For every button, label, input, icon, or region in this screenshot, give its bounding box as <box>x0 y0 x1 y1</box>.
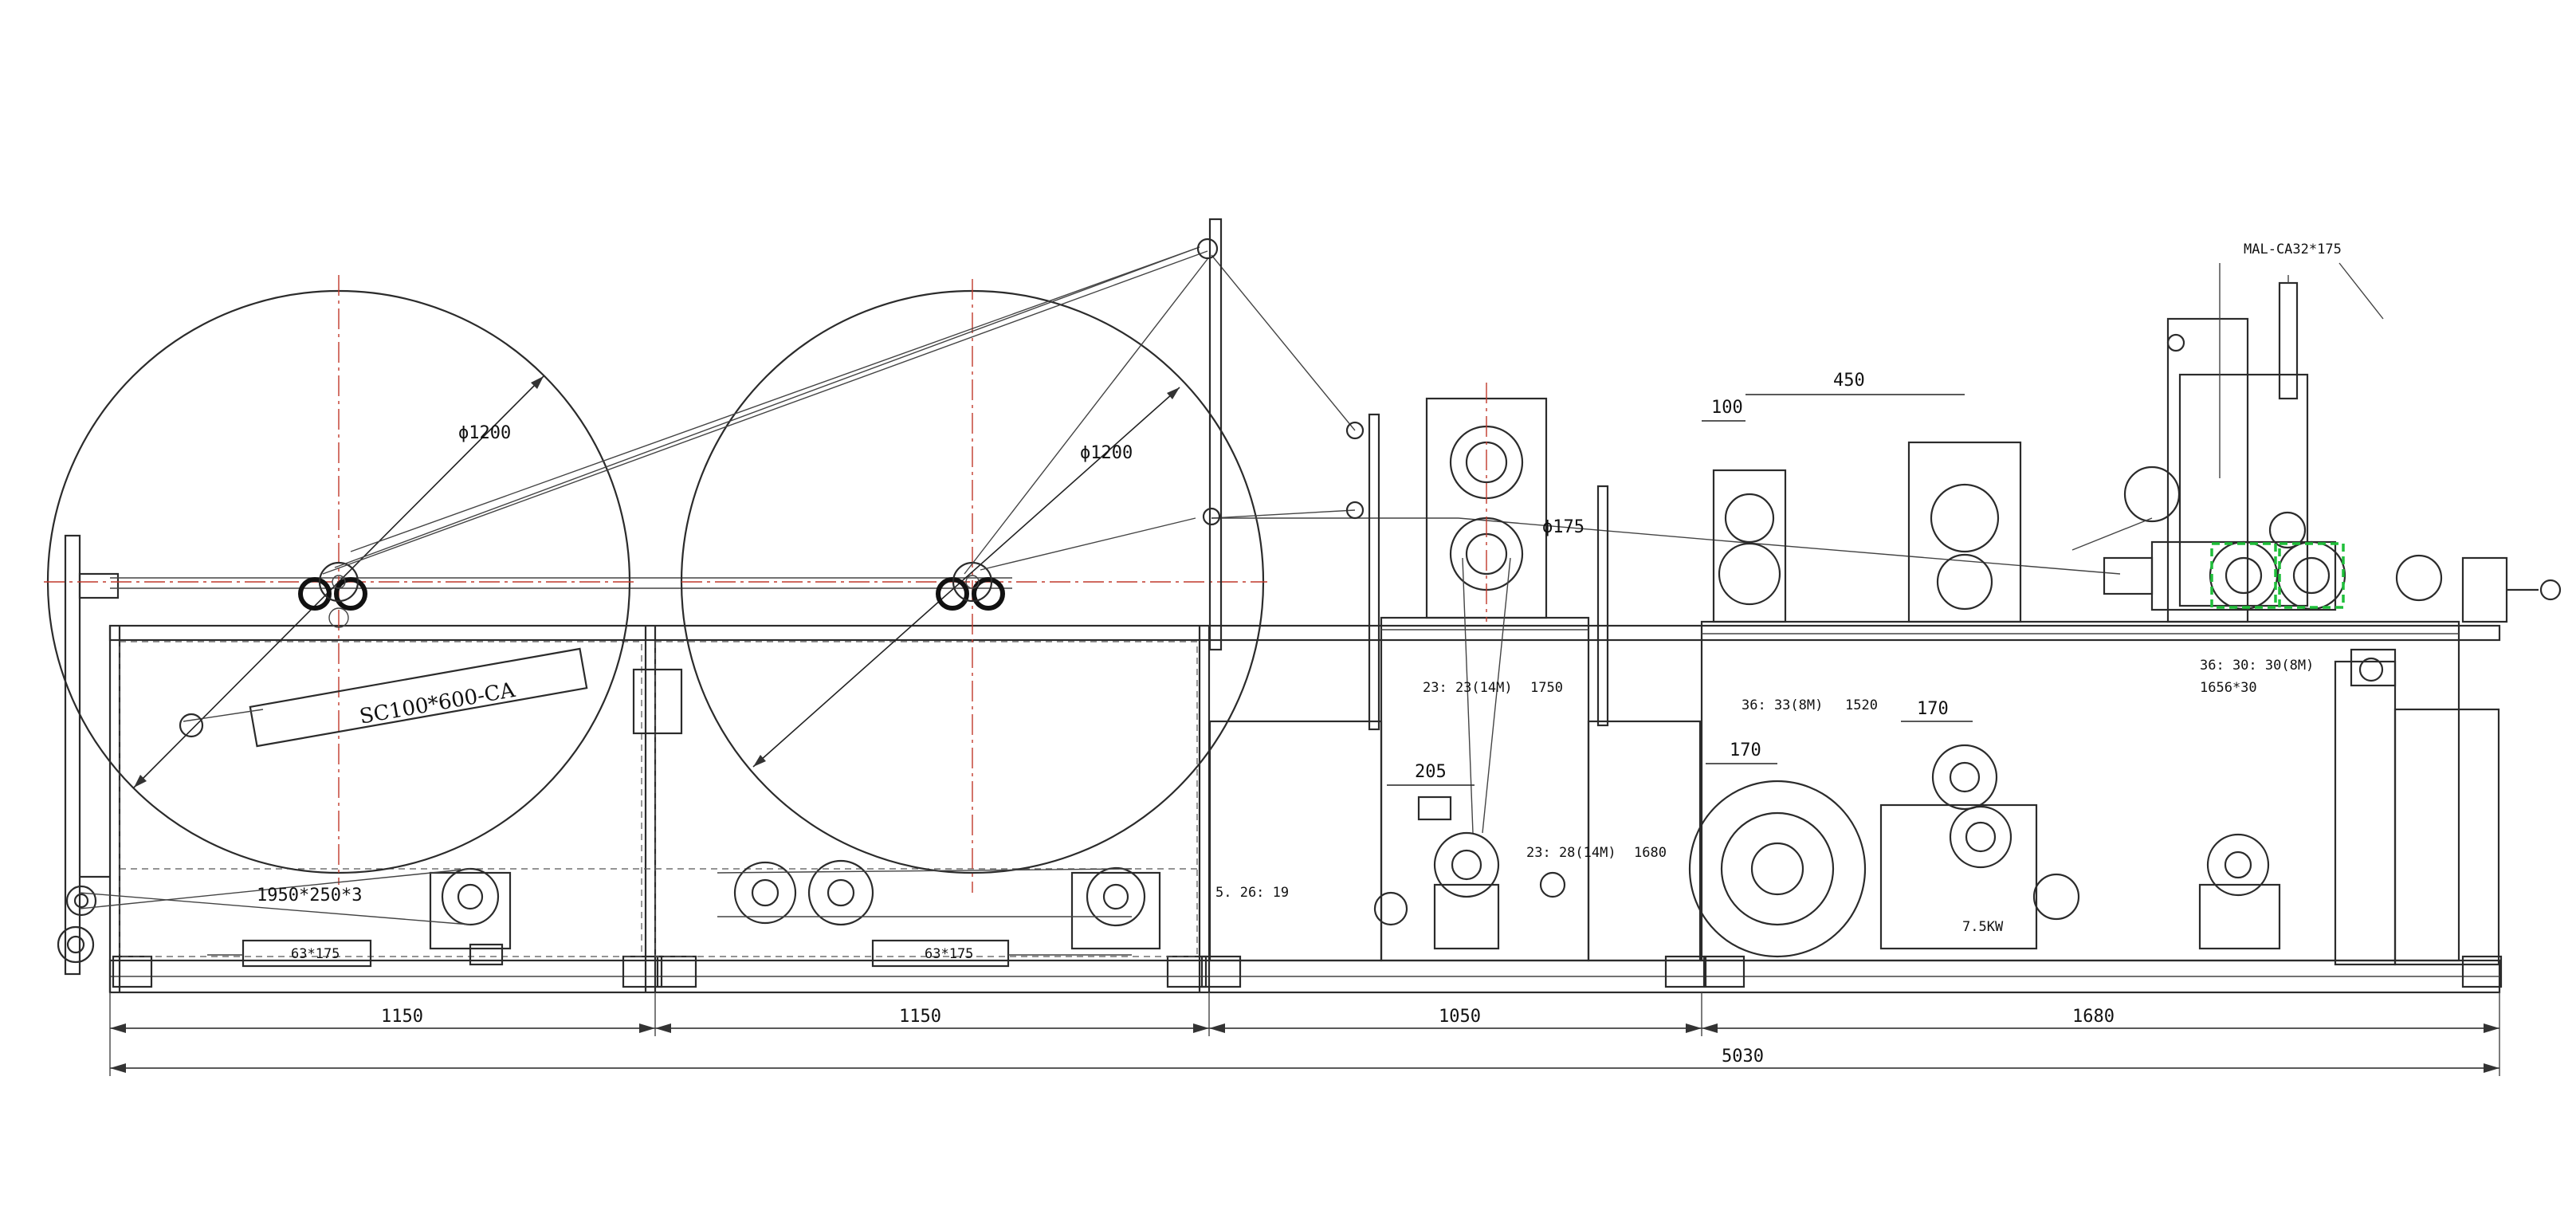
reel-1-diameter: ϕ1200 <box>458 423 511 443</box>
base-frame <box>108 624 2503 994</box>
section-5-head: MAL-CA32*175 36: 30: 30(8M) 1656*30 <box>2071 242 2562 966</box>
motor-power: 7.5KW <box>1962 919 2004 935</box>
gear-ratio-e: 5. 26: 19 <box>1215 885 1289 901</box>
gear-ratio-d: 36: 30: 30(8M) <box>2200 658 2314 674</box>
gear-ratio-a: 23: 23(14M) <box>1423 680 1513 696</box>
main-cylinder-label: SC100*600-CA <box>358 678 518 729</box>
top-cylinder-label: MAL-CA32*175 <box>2244 242 2342 257</box>
section-3-frame: ϕ175 23: 23(14M) 1750 23: 28(14M) 1680 5… <box>1208 383 1702 962</box>
unwind-reel-1: ϕ1200 <box>44 275 638 885</box>
gear-ratio-a-length: 1750 <box>1530 680 1563 696</box>
belt-spec-label: 1950*250*3 <box>257 886 362 905</box>
gear-ratio-b: 23: 28(14M) <box>1526 845 1616 861</box>
unwind-reel-2: ϕ1200 <box>680 279 1267 893</box>
lower-drive-left: 1950*250*3 63*175 <box>79 867 512 968</box>
dim-1050: 1050 <box>1439 1007 1481 1027</box>
section-4-frame: 7.5KW 36: 33(8M) 1520 100 450 170 170 <box>1688 371 2460 962</box>
dimension-lines: 1150 1150 1050 1680 5030 <box>109 992 2500 1076</box>
gear-ratio-d-length: 1656*30 <box>2200 680 2257 696</box>
reel-2-diameter: ϕ1200 <box>1080 443 1133 463</box>
dim-1150-left: 1150 <box>381 1007 423 1027</box>
dim-total-5030: 5030 <box>1722 1047 1764 1067</box>
gear-ratio-c: 36: 33(8M) <box>1742 697 1823 713</box>
roller-diameter: ϕ175 <box>1542 517 1584 537</box>
dim-205: 205 <box>1415 762 1447 782</box>
dim-170-lower: 170 <box>1730 740 1761 760</box>
dim-170-upper: 170 <box>1917 699 1949 719</box>
dim-1150-mid: 1150 <box>899 1007 941 1027</box>
gear-ratio-c-length: 1520 <box>1845 697 1878 713</box>
left-upright <box>57 534 1012 976</box>
left-cylinder-label: 63*175 <box>291 946 340 962</box>
dim-1680: 1680 <box>2072 1007 2115 1027</box>
lower-drive-middle: 63*175 <box>717 859 1161 968</box>
dim-100: 100 <box>1711 398 1743 418</box>
dim-450: 450 <box>1833 371 1865 391</box>
mid-cylinder-label: 63*175 <box>925 946 973 962</box>
idler-post <box>1196 218 1380 731</box>
gear-ratio-b-length: 1680 <box>1634 845 1667 861</box>
